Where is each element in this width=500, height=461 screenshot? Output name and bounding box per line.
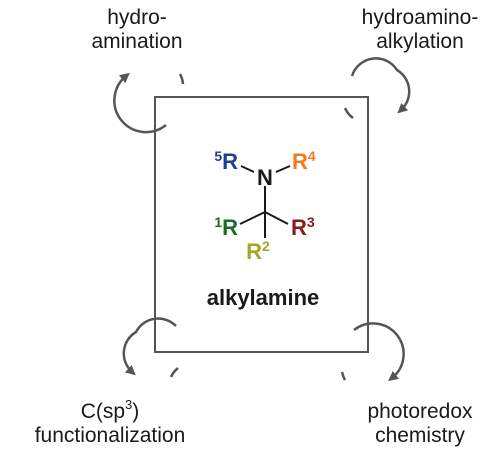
molecule-bonds [239,165,291,238]
label-csp3-functionalization: C(sp3) functionalization [10,397,210,448]
atom-nitrogen: N [257,165,273,190]
bond-n-r4 [275,165,291,173]
substituent-r5: 5R [214,148,238,174]
bond-c-r1 [239,211,266,225]
center-label: alkylamine [207,285,320,310]
label-photoredox-line1: photoredox [367,400,473,423]
r3-sup: 3 [307,214,315,230]
csp3-superscript: 3 [125,397,133,412]
label-hydroaminoalkylation: hydroamino- alkylation [340,6,500,54]
substituent-r1: 1R [214,214,238,240]
arrow-bottom-right [340,322,405,382]
label-hydroamination-line1: hydro- [107,6,167,29]
substituent-r3: R3 [291,214,315,240]
bond-c-r3 [264,211,289,225]
r4-letter: R [292,149,308,174]
r5-prefix: 5 [214,148,222,164]
r2-letter: R [246,239,262,264]
r5-letter: R [222,149,238,174]
bond-n-r5 [240,165,255,173]
label-csp3-line1: C(sp3) [10,397,210,424]
arrow-bottom-left [122,317,179,378]
label-hydroamination: hydro- amination [62,6,212,54]
csp3-main: C(sp [80,400,126,423]
substituent-r4: R4 [292,148,316,174]
substituent-r2: R2 [246,238,270,264]
label-hydroaminoalkylation-line1: hydroamino- [361,6,479,29]
label-hydroaminoalkylation-line2: alkylation [376,30,464,53]
arrow-top-right [343,57,411,120]
r1-prefix: 1 [214,214,222,230]
central-frame [154,96,369,353]
csp3-close: ) [132,400,140,423]
label-csp3-line2: functionalization [34,424,186,447]
label-hydroamination-line2: amination [91,30,183,53]
r3-letter: R [291,215,307,240]
label-photoredox-line2: chemistry [375,424,465,447]
r1-letter: R [222,215,238,240]
arrow-top-left [113,72,185,134]
r2-sup: 2 [262,238,270,254]
r4-sup: 4 [308,148,316,164]
label-photoredox-chemistry: photoredox chemistry [345,400,495,448]
